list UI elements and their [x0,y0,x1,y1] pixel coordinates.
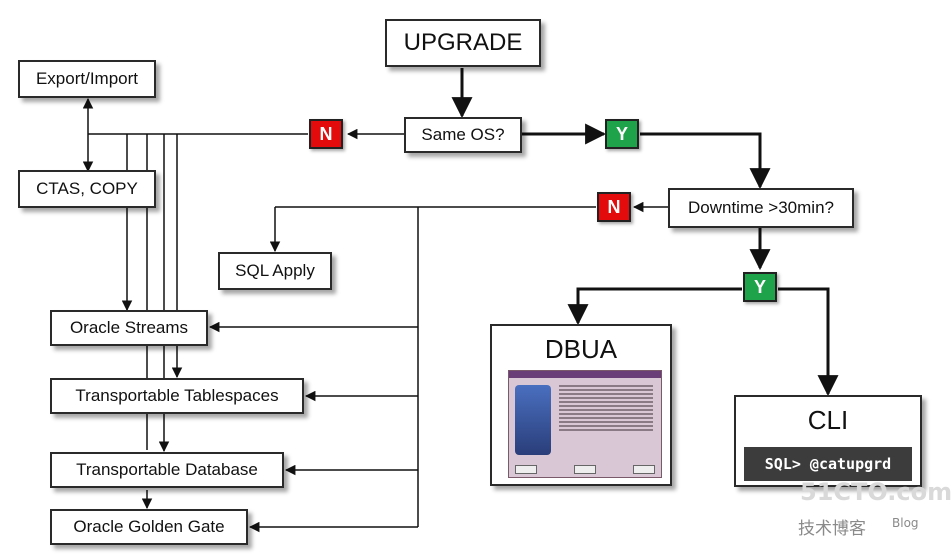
oracle-golden-gate-label: Oracle Golden Gate [73,517,225,536]
downtime-yes-badge: Y [743,272,777,302]
yes-badge-label: Y [615,123,628,144]
yes-badge-label: Y [753,276,766,297]
same-os-decision: Same OS? [404,117,522,153]
no-badge-label: N [319,123,333,144]
watermark-sub: 技术博客 [798,519,866,539]
transportable-tablespaces-node: Transportable Tablespaces [50,378,304,414]
sql-apply-node: SQL Apply [218,252,332,290]
downtime-no-badge: N [597,192,631,222]
ctas-copy-label: CTAS, COPY [36,179,138,198]
oracle-streams-node: Oracle Streams [50,310,208,346]
transportable-database-label: Transportable Database [76,460,258,479]
same-os-no-badge: N [309,119,343,149]
dbua-node: DBUA [490,324,672,486]
ctas-copy-node: CTAS, COPY [18,170,156,208]
sql-apply-label: SQL Apply [235,261,315,280]
database-icon [515,385,551,455]
transportable-tablespaces-label: Transportable Tablespaces [75,386,279,405]
downtime-label: Downtime >30min? [688,198,834,217]
dbua-screenshot-image [508,370,662,478]
same-os-label: Same OS? [421,125,505,144]
cli-node: CLI SQL> @catupgrd [734,395,922,487]
transportable-database-node: Transportable Database [50,452,284,488]
watermark-blog: Blog [892,516,919,530]
export-import-node: Export/Import [18,60,156,98]
upgrade-node: UPGRADE [385,19,541,67]
same-os-yes-badge: Y [605,119,639,149]
downtime-decision: Downtime >30min? [668,188,854,228]
cli-label: CLI [807,405,849,435]
dbua-label: DBUA [544,334,618,364]
no-badge-label: N [607,196,621,217]
watermark-site: 51CTO.com [800,478,952,506]
oracle-golden-gate-node: Oracle Golden Gate [50,509,248,545]
cli-command: SQL> @catupgrd [744,447,912,481]
oracle-streams-label: Oracle Streams [69,318,189,337]
upgrade-label: UPGRADE [403,29,523,56]
export-import-label: Export/Import [35,69,139,88]
